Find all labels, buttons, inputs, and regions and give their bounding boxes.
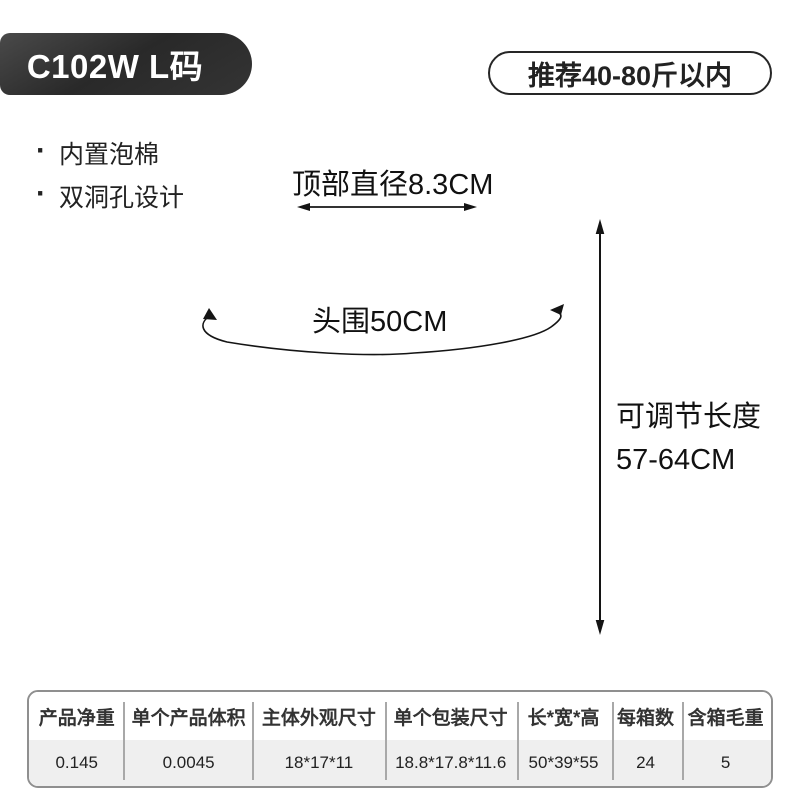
adjustable-length-value: 57-64CM bbox=[616, 444, 736, 476]
column-header: 产品净重 bbox=[38, 707, 115, 729]
recommend-weight-badge: 推荐40-80斤以内 bbox=[488, 51, 772, 95]
table-cell: 0.145 bbox=[55, 753, 99, 772]
column-divider bbox=[517, 702, 519, 780]
model-badge-label: C102W L码 bbox=[26, 48, 204, 85]
column-header: 每箱数 bbox=[617, 707, 675, 729]
column-divider bbox=[252, 702, 254, 780]
column-header: 含箱毛重 bbox=[687, 707, 764, 729]
column-divider bbox=[123, 702, 125, 780]
table-cell: 24 bbox=[636, 753, 656, 772]
column-divider bbox=[385, 702, 387, 780]
column-header: 主体外观尺寸 bbox=[261, 707, 376, 729]
column-header: 长*宽*高 bbox=[527, 707, 600, 729]
spec-table: 产品净重 单个产品体积 主体外观尺寸 单个包装尺寸 长*宽*高 每箱数 含箱毛重… bbox=[27, 690, 773, 788]
list-item: · 内置泡棉 bbox=[36, 134, 184, 170]
model-badge: C102W L码 bbox=[0, 33, 252, 95]
spec-table-header-row: 产品净重 单个产品体积 主体外观尺寸 单个包装尺寸 长*宽*高 每箱数 含箱毛重 bbox=[29, 692, 771, 740]
table-cell: 5 bbox=[720, 753, 731, 772]
head-circumference-label: 头围50CM bbox=[312, 306, 448, 338]
table-cell: 50*39*55 bbox=[528, 753, 599, 772]
column-header: 单个包装尺寸 bbox=[393, 707, 508, 729]
top-diameter-arrow-icon bbox=[297, 203, 477, 211]
feature-list: · 内置泡棉 · 双洞孔设计 bbox=[36, 134, 184, 225]
table-cell: 18.8*17.8*11.6 bbox=[395, 753, 507, 772]
table-cell: 0.0045 bbox=[162, 753, 215, 772]
recommend-weight-label: 推荐40-80斤以内 bbox=[527, 60, 733, 91]
adjustable-length-arrow-icon bbox=[595, 219, 605, 635]
column-header: 单个产品体积 bbox=[131, 707, 246, 729]
adjustable-length-label: 可调节长度 57-64CM bbox=[616, 396, 761, 482]
column-divider bbox=[682, 702, 684, 780]
bullet-icon: · bbox=[36, 134, 46, 167]
list-item: · 双洞孔设计 bbox=[36, 177, 184, 213]
spec-table-value-row: 0.145 0.0045 18*17*11 18.8*17.8*11.6 50*… bbox=[29, 740, 771, 786]
feature-label: 内置泡棉 bbox=[59, 141, 160, 169]
feature-label: 双洞孔设计 bbox=[59, 184, 185, 212]
adjustable-length-text: 可调节长度 bbox=[616, 401, 762, 433]
top-diameter-label: 顶部直径8.3CM bbox=[292, 169, 494, 201]
table-cell: 18*17*11 bbox=[284, 753, 354, 772]
column-divider bbox=[612, 702, 614, 780]
bullet-icon: · bbox=[36, 177, 46, 210]
